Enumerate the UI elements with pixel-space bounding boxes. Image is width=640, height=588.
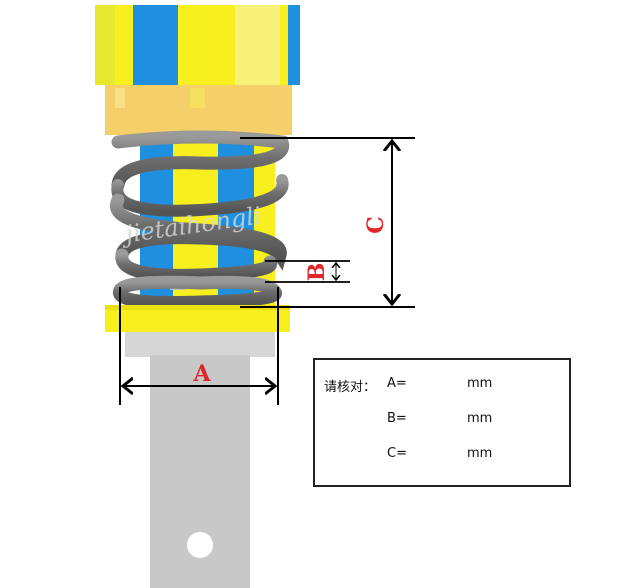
base-flange	[105, 305, 290, 332]
row-c-label: C=	[387, 446, 407, 461]
top-cylinder	[95, 5, 300, 85]
row-b-unit: mm	[467, 411, 493, 426]
dimension-b	[265, 260, 350, 283]
label-c: C	[363, 216, 389, 234]
dimension-c	[240, 137, 415, 308]
spring	[110, 130, 290, 309]
dimension-check-box: 请核对： A= mm B= mm C= mm	[313, 358, 571, 487]
mounting-hole	[187, 532, 213, 558]
row-b-label: B=	[387, 411, 407, 426]
row-a-label: A=	[387, 376, 407, 391]
collar	[105, 85, 292, 135]
label-a: A	[192, 361, 211, 387]
row-a-unit: mm	[467, 376, 493, 391]
row-c-unit: mm	[467, 446, 493, 461]
label-b: B	[304, 263, 330, 282]
dimension-a	[119, 287, 279, 405]
check-prompt: 请核对：	[324, 380, 377, 395]
